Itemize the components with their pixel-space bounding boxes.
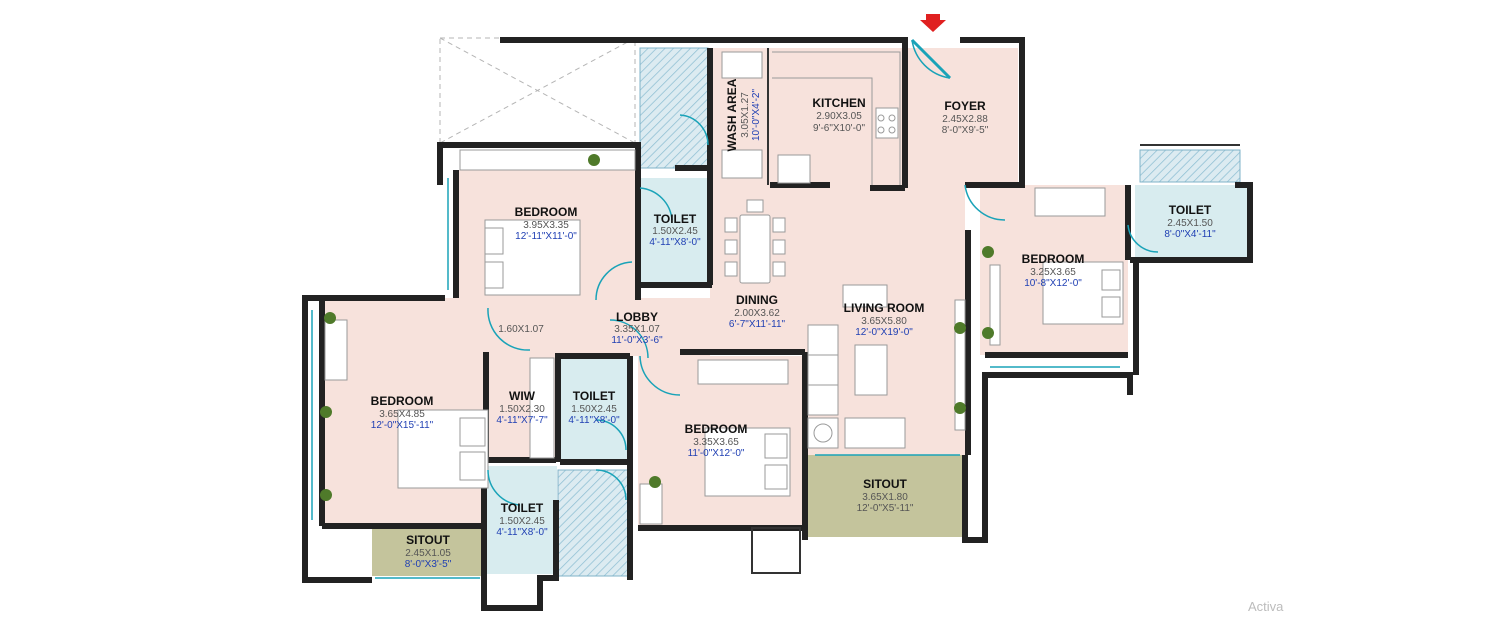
wash-area-metric: 3.05X1.27 bbox=[740, 92, 751, 138]
bedroom-left-name: BEDROOM bbox=[371, 394, 434, 408]
wiw-imperial: 4'-11"X7'-7" bbox=[496, 415, 548, 426]
bedroom-left-imperial: 12'-0"X15'-11" bbox=[371, 420, 434, 431]
dining-imperial: 6'-7"X11'-11" bbox=[729, 319, 786, 330]
foyer-imperial: 8'-0"X9'-5" bbox=[942, 125, 989, 136]
foyer-name: FOYER bbox=[944, 99, 986, 113]
bedroom-right-name: BEDROOM bbox=[1022, 252, 1085, 266]
lobby-name: LOBBY bbox=[616, 310, 658, 324]
open-terrace bbox=[439, 37, 636, 144]
living-room-metric: 3.65X5.80 bbox=[861, 316, 907, 327]
dining-metric: 2.00X3.62 bbox=[734, 308, 780, 319]
bedroom-top-name: BEDROOM bbox=[515, 205, 578, 219]
lobby-imperial: 11'-0"X3'-6" bbox=[611, 335, 663, 346]
bedroom-right-imperial: 10'-8"X12'-0" bbox=[1024, 278, 1082, 289]
sitout-right-fill bbox=[805, 455, 965, 537]
bedroom-top-metric: 3.95X3.35 bbox=[523, 220, 569, 231]
wash-area-name: WASH AREA bbox=[725, 78, 739, 151]
windows bbox=[311, 178, 1120, 579]
toilet-center-metric: 1.50X2.45 bbox=[652, 226, 698, 237]
sitout-right-metric: 3.65X1.80 bbox=[862, 492, 908, 503]
bedroom-top-imperial: 12'-11"X11'-0" bbox=[515, 231, 577, 242]
dining-name: DINING bbox=[736, 293, 778, 307]
toilet-mid-metric: 1.50X2.45 bbox=[571, 404, 617, 415]
bedroom-right-metric: 3.25X3.65 bbox=[1030, 267, 1076, 278]
passage-metric: 1.60X1.07 bbox=[498, 324, 544, 335]
kitchen-name: KITCHEN bbox=[812, 96, 865, 110]
toilet-bottom-metric: 1.50X2.45 bbox=[499, 516, 545, 527]
toilet-bottom-name: TOILET bbox=[501, 501, 544, 515]
bedroom-left-metric: 3.65X4.85 bbox=[379, 409, 425, 420]
living-room-imperial: 12'-0"X19'-0" bbox=[855, 327, 913, 338]
bedroom-bottom-name: BEDROOM bbox=[685, 422, 748, 436]
toilet-right-name: TOILET bbox=[1169, 203, 1212, 217]
bedroom-furniture bbox=[324, 149, 1124, 525]
sitout-right-name: SITOUT bbox=[863, 477, 907, 491]
sitout-left-fill bbox=[372, 526, 484, 576]
sitout-left-metric: 2.45X1.05 bbox=[405, 548, 451, 559]
entry-arrow-icon bbox=[920, 14, 946, 32]
foyer-metric: 2.45X2.88 bbox=[942, 114, 988, 125]
toilet-center-name: TOILET bbox=[654, 212, 697, 226]
toilet-right-imperial: 8'-0"X4'-11" bbox=[1164, 229, 1216, 240]
lobby-fill bbox=[455, 298, 710, 356]
toilet-mid-name: TOILET bbox=[573, 389, 616, 403]
toilet-right-fill bbox=[1135, 185, 1248, 257]
kitchen-imperial: 9'-6"X10'-0" bbox=[813, 123, 866, 134]
bedroom-bottom-imperial: 11'-0"X12'-0" bbox=[688, 448, 745, 459]
room-labels: KITCHEN 2.90X3.05 9'-6"X10'-0" FOYER 2.4… bbox=[371, 78, 1216, 570]
wash-area-imperial: 10'-0"X4'-2" bbox=[751, 89, 762, 142]
wiw-name: WIW bbox=[509, 389, 536, 403]
dining-table bbox=[724, 199, 786, 284]
ducts bbox=[557, 47, 1241, 577]
toilet-mid-fill bbox=[560, 356, 628, 464]
toilet-bottom-imperial: 4'-11"X8'-0" bbox=[496, 527, 548, 538]
sitout-right-imperial: 12'-0"X5'-11" bbox=[857, 503, 914, 514]
living-room-name: LIVING ROOM bbox=[844, 301, 925, 315]
toilet-right-metric: 2.45X1.50 bbox=[1167, 218, 1213, 229]
toilet-center-fill bbox=[640, 178, 710, 286]
lobby-metric: 3.35X1.07 bbox=[614, 324, 660, 335]
sitout-left-name: SITOUT bbox=[406, 533, 450, 547]
kitchen-metric: 2.90X3.05 bbox=[816, 111, 862, 122]
wiw-metric: 1.50X2.30 bbox=[499, 404, 545, 415]
plants bbox=[320, 154, 994, 501]
kitchen-fixtures bbox=[721, 51, 901, 185]
toilet-center-imperial: 4'-11"X8'-0" bbox=[649, 237, 701, 248]
bedroom-bottom-metric: 3.35X3.65 bbox=[693, 437, 739, 448]
toilet-bottom-fill bbox=[487, 466, 557, 574]
watermark-text: Activa bbox=[1248, 599, 1284, 614]
doors bbox=[487, 38, 1159, 506]
sitout-left-imperial: 8'-0"X3'-5" bbox=[405, 559, 452, 570]
toilet-mid-imperial: 4'-11"X8'-0" bbox=[568, 415, 620, 426]
living-furniture bbox=[807, 284, 966, 449]
